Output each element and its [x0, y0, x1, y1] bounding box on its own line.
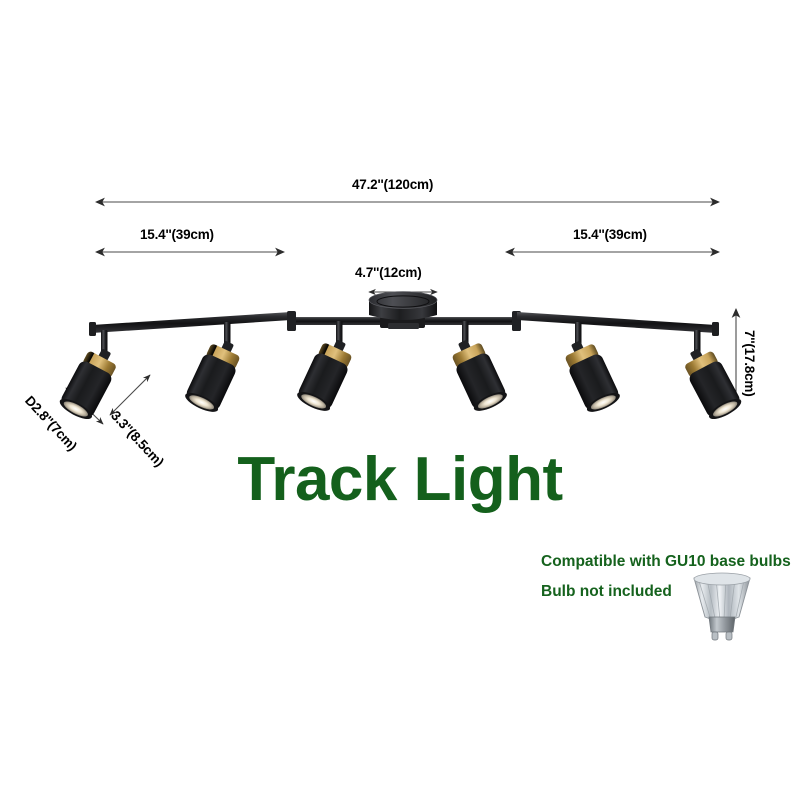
track-arm-left-outer	[89, 312, 291, 336]
gu10-bulb-icon	[693, 572, 751, 641]
note-bulb-not-included: Bulb not included	[541, 583, 672, 600]
spot-head-3[interactable]	[295, 334, 358, 415]
dim-label-drop-height: 7''(17.8cm)	[742, 330, 757, 397]
dim-line-head-length	[109, 374, 151, 416]
ceiling-canopy	[368, 291, 438, 329]
spot-head-6[interactable]	[678, 342, 744, 423]
spot-head-4[interactable]	[446, 334, 509, 415]
spot-head-1[interactable]	[57, 342, 123, 423]
dim-label-canopy-diameter: 4.7''(12cm)	[355, 265, 422, 280]
dim-label-left-span: 15.4''(39cm)	[140, 227, 214, 242]
track-arm-left-inner	[287, 311, 396, 331]
dim-label-right-span: 15.4''(39cm)	[573, 227, 647, 242]
note-compatible-bulbs: Compatible with GU10 base bulbs	[541, 553, 791, 570]
track-arm-right-outer	[517, 312, 719, 336]
track-light-fixture	[57, 291, 744, 423]
spot-head-2[interactable]	[183, 335, 246, 416]
page-title: Track Light	[237, 445, 563, 514]
dim-label-overall-length: 47.2''(120cm)	[352, 177, 434, 192]
spot-head-5[interactable]	[559, 335, 622, 416]
